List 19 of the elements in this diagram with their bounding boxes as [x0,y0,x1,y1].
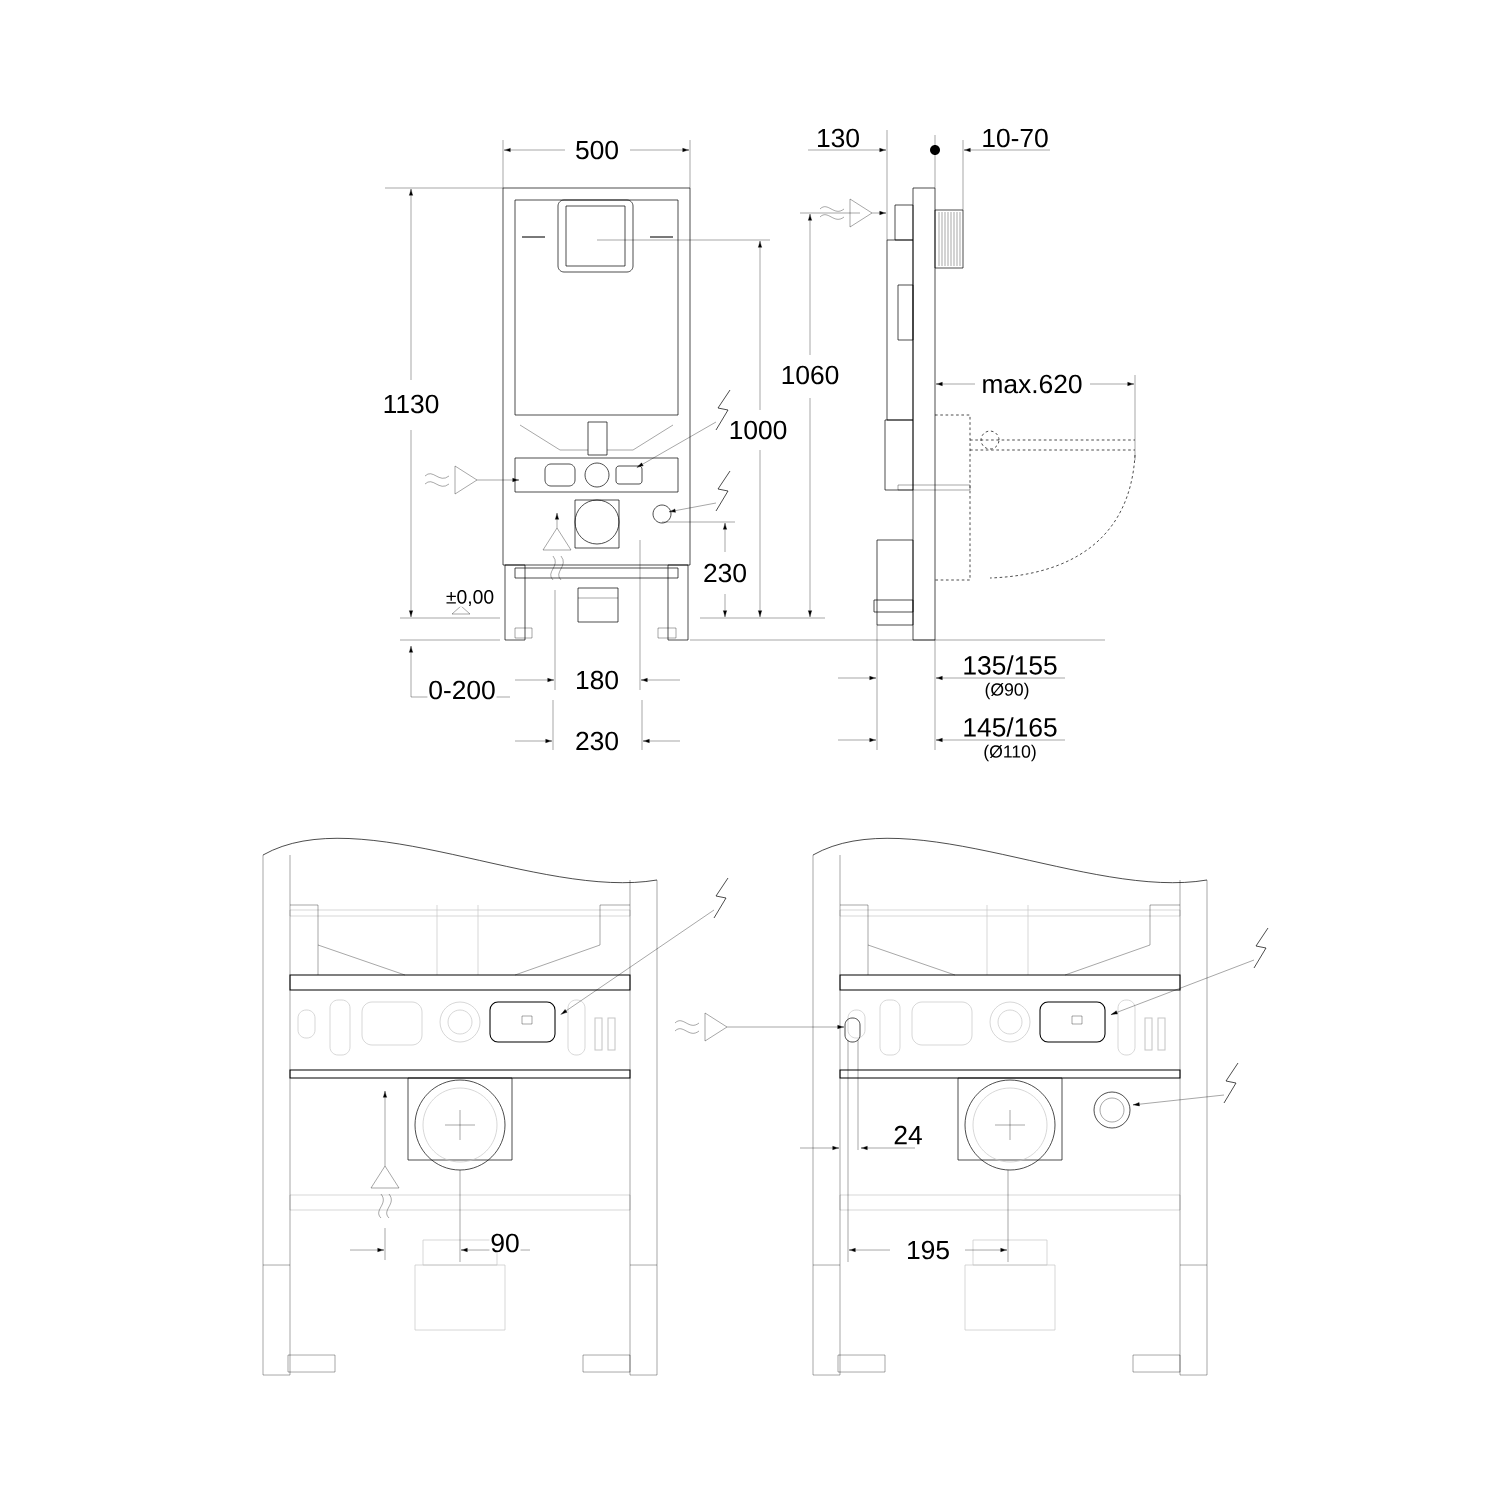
dimension-label: max.620 [980,373,1084,395]
dimension-label: 1060 [779,364,841,386]
dimension-label: 500 [574,139,620,161]
dimension-label: 230 [574,730,620,752]
dimension-label: ±0,00 [445,589,495,607]
dimension-label: (Ø110) [982,743,1038,763]
dimension-label: 180 [574,669,620,691]
dimension-label: 90 [489,1232,521,1254]
dimension-label: 10-70 [980,127,1050,149]
dimension-label: 1130 [381,393,441,415]
dimension-label: 195 [905,1239,951,1261]
dimension-label: 230 [702,562,748,584]
dimension-label: 0-200 [427,679,497,701]
dimension-label: 1000 [727,419,789,441]
dimension-label: 24 [892,1124,924,1146]
dimension-label: (Ø90) [983,681,1031,701]
dimension-label: 145/165 [961,716,1059,738]
dimension-label: 135/155 [961,654,1059,676]
dimension-label: 130 [815,127,861,149]
